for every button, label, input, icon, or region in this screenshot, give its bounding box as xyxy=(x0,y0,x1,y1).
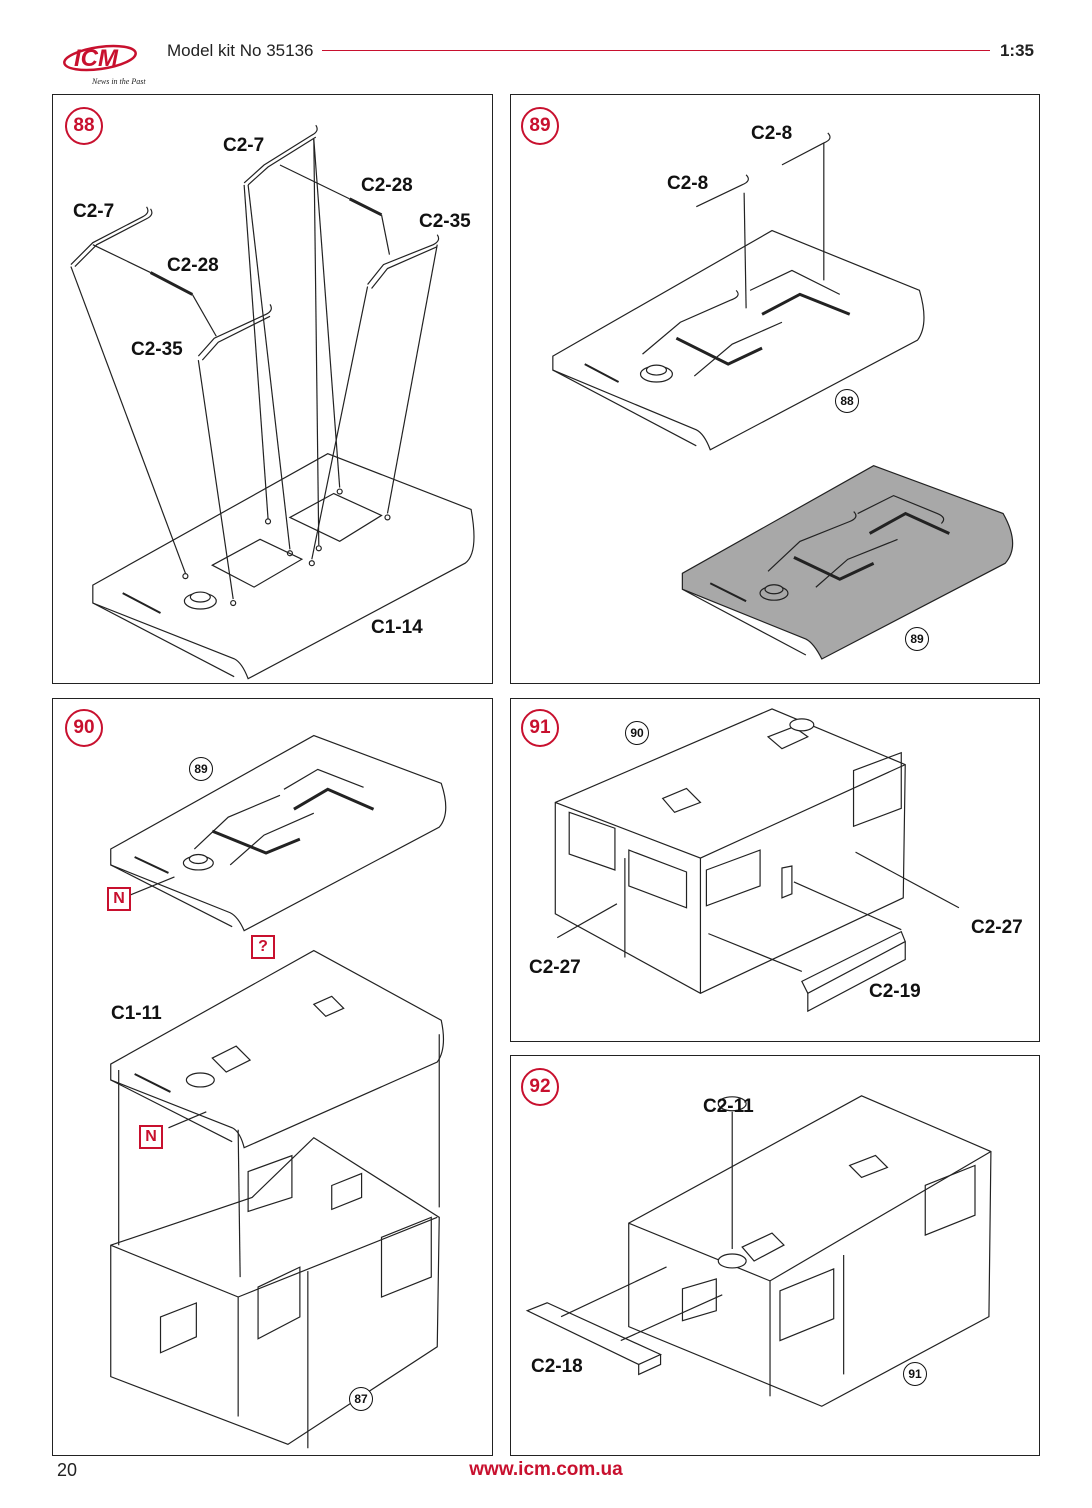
scale-label: 1:35 xyxy=(999,41,1034,60)
step-88-panel: 88 C2-7 C2-28 C2-35 C2-7 C2-28 C2-35 C1-… xyxy=(52,94,493,684)
ref-step-89: 89 xyxy=(189,757,213,781)
part-label-c2-11: C2-11 xyxy=(703,1096,754,1117)
part-label-c2-28-left: C2-28 xyxy=(167,255,219,276)
step-89-panel: 89 C2-8 C2-8 88 89 xyxy=(510,94,1040,684)
step-92-badge: 92 xyxy=(521,1068,559,1106)
note-tag-question: ? xyxy=(251,935,275,959)
step-90-badge: 90 xyxy=(65,709,103,747)
part-label-c2-8-top: C2-8 xyxy=(751,123,793,144)
icm-logo: ICM News in the Past xyxy=(52,38,152,88)
note-tag-n-upper: N xyxy=(107,887,131,911)
page-header: ICM News in the Past Model kit No 35136 … xyxy=(0,0,1092,90)
part-label-c2-19: C2-19 xyxy=(869,981,921,1002)
svg-text:News in the Past: News in the Past xyxy=(91,77,146,86)
ref-step-90: 90 xyxy=(625,721,649,745)
svg-text:ICM: ICM xyxy=(74,45,119,72)
part-label-c2-7-left: C2-7 xyxy=(73,201,115,222)
step-88-drawing xyxy=(70,124,475,680)
step-91-badge: 91 xyxy=(521,709,559,747)
part-label-c1-14: C1-14 xyxy=(371,617,423,638)
ref-step-91: 91 xyxy=(903,1362,927,1386)
page-number: 20 xyxy=(57,1460,78,1480)
step-89-drawing xyxy=(552,132,1014,660)
step-92-drawing xyxy=(525,1095,992,1407)
step-92-panel: 92 C2-11 C2-18 91 xyxy=(510,1055,1040,1456)
part-label-c2-28-top: C2-28 xyxy=(361,175,413,196)
step-88-badge: 88 xyxy=(65,107,103,145)
part-label-c2-35-right: C2-35 xyxy=(419,211,471,232)
website-link[interactable]: www.icm.com.ua xyxy=(469,1459,623,1480)
kit-title: Model kit No 35136 xyxy=(167,41,314,60)
step-89-badge: 89 xyxy=(521,107,559,145)
part-label-c2-27-right: C2-27 xyxy=(971,917,1023,938)
ref-step-89: 89 xyxy=(905,627,929,651)
step-91-drawing xyxy=(554,708,960,1013)
note-tag-n-lower: N xyxy=(139,1125,163,1149)
part-label-c2-35-left: C2-35 xyxy=(131,339,183,360)
ref-step-87: 87 xyxy=(349,1387,373,1411)
part-label-c2-7-top: C2-7 xyxy=(223,135,265,156)
step-90-drawing xyxy=(110,734,447,1449)
part-label-c2-27-left: C2-27 xyxy=(529,957,581,978)
header-rule xyxy=(322,50,990,51)
part-label-c2-8-left: C2-8 xyxy=(667,173,709,194)
part-label-c1-11: C1-11 xyxy=(111,1003,162,1024)
step-91-panel: 91 90 C2-27 C2-27 C2-19 xyxy=(510,698,1040,1042)
part-label-c2-18: C2-18 xyxy=(531,1356,583,1377)
step-90-panel: 90 89 N ? C1-11 N 87 xyxy=(52,698,493,1456)
ref-step-88: 88 xyxy=(835,389,859,413)
